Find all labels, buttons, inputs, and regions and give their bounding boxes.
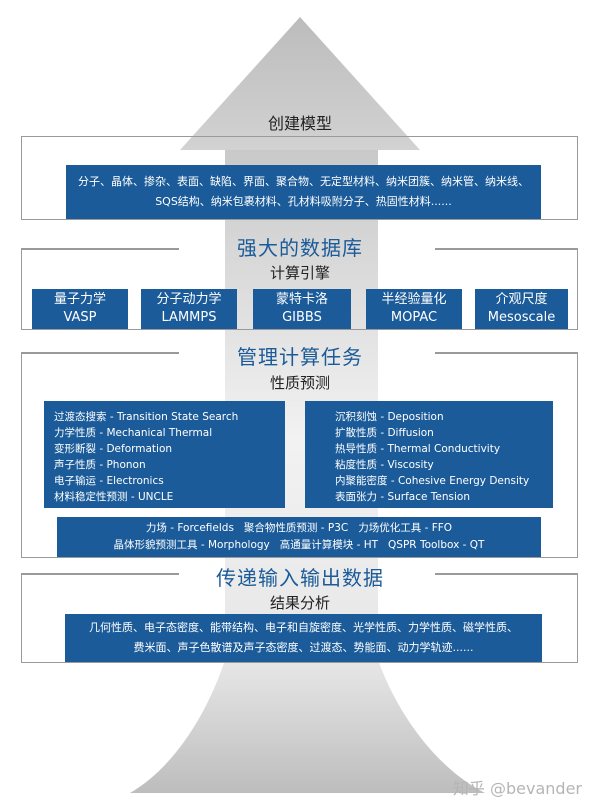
property-item: 过渡态搜索 - Transition State Search (54, 411, 239, 423)
watermark: 知乎 @bevander (452, 779, 582, 798)
engine-lammps-cn: 分子动力学 (156, 292, 222, 307)
model-types-line-1: 分子、晶体、掺杂、表面、缺陷、界面、聚合物、无定型材料、纳米团簇、纳米管、纳米线… (78, 175, 529, 188)
result-analysis-subtitle: 结果分析 (269, 594, 330, 612)
io-title: 传递输入输出数据 (216, 566, 384, 590)
compute-engine-subtitle: 计算引擎 (269, 264, 330, 282)
model-types-box: 分子、晶体、掺杂、表面、缺陷、界面、聚合物、无定型材料、纳米团簇、纳米管、纳米线… (66, 165, 541, 219)
io-frame (21, 573, 578, 663)
engine-vasp-cn: 量子力学 (53, 292, 106, 307)
results-line-2: 费米面、声子色散谱及声子态密度、过渡态、势能面、动力学轨迹...... (133, 641, 474, 654)
engine-mesoscale-en: Mesoscale (487, 310, 556, 325)
tools-line-1: 力场 - Forcefields 聚合物性质预测 - P3C 力场优化工具 - … (145, 522, 453, 534)
engine-mopac-cn: 半经验量化 (381, 292, 447, 307)
database-frame-top-left (21, 248, 179, 250)
property-prediction-subtitle: 性质预测 (269, 374, 330, 392)
property-list-left: 过渡态搜索 - Transition State Search 力学性质 - M… (44, 401, 285, 508)
property-item: 内聚能密度 - Cohesive Energy Density (335, 475, 530, 487)
property-item: 力学性质 - Mechanical Thermal (54, 427, 213, 439)
engine-gibbs-cn: 蒙特卡洛 (275, 292, 328, 307)
engine-gibbs-en: GIBBS (282, 310, 322, 325)
tools-line-2: 晶体形貌预测工具 - Morphology 高通量计算模块 - HT QSPR … (113, 539, 485, 551)
io-frame-top-right (435, 573, 578, 575)
database-frame (21, 248, 578, 330)
tasks-title: 管理计算任务 (237, 345, 363, 369)
property-item: 扩散性质 - Diffusion (335, 427, 434, 439)
database-title: 强大的数据库 (237, 236, 363, 260)
tasks-frame-top-right (435, 352, 578, 354)
property-item: 变形断裂 - Deformation (54, 443, 173, 455)
database-frame-top-right (435, 248, 578, 250)
build-model-title: 创建模型 (267, 114, 332, 133)
property-item: 沉积刻蚀 - Deposition (335, 411, 444, 423)
engine-vasp: 量子力学 VASP (32, 289, 128, 329)
results-box: 几何性质、电子态密度、能带结构、电子和自旋密度、光学性质、力学性质、磁学性质、 … (65, 614, 542, 662)
io-frame-top-left (21, 573, 179, 575)
build-model-frame (21, 136, 578, 220)
engine-lammps: 分子动力学 LAMMPS (141, 289, 237, 329)
engine-mesoscale-cn: 介观尺度 (495, 292, 548, 307)
property-item: 热导性质 - Thermal Conductivity (335, 443, 501, 455)
property-item: 粘度性质 - Viscosity (335, 459, 434, 471)
tasks-frame-top-left (21, 352, 179, 354)
property-item: 声子性质 - Phonon (54, 459, 146, 471)
property-item: 表面张力 - Surface Tension (335, 491, 471, 503)
tasks-frame (21, 352, 578, 558)
engine-mopac-en: MOPAC (390, 310, 438, 325)
model-types-line-2: SQS结构、纳米包裹材料、孔材料吸附分子、热固性材料...... (155, 195, 452, 208)
results-line-1: 几何性质、电子态密度、能带结构、电子和自旋密度、光学性质、力学性质、磁学性质、 (89, 621, 518, 634)
engine-vasp-en: VASP (63, 310, 97, 325)
engine-mopac: 半经验量化 MOPAC (366, 289, 462, 329)
property-item: 电子输运 - Electronics (54, 475, 164, 487)
property-list-right: 沉积刻蚀 - Deposition 扩散性质 - Diffusion 热导性质 … (305, 401, 553, 508)
engine-mesoscale: 介观尺度 Mesoscale (475, 289, 568, 329)
engine-lammps-en: LAMMPS (161, 310, 217, 325)
tools-box: 力场 - Forcefields 聚合物性质预测 - P3C 力场优化工具 - … (57, 517, 541, 557)
property-item: 材料稳定性预测 - UNCLE (54, 491, 174, 503)
engine-gibbs: 蒙特卡洛 GIBBS (253, 289, 351, 329)
